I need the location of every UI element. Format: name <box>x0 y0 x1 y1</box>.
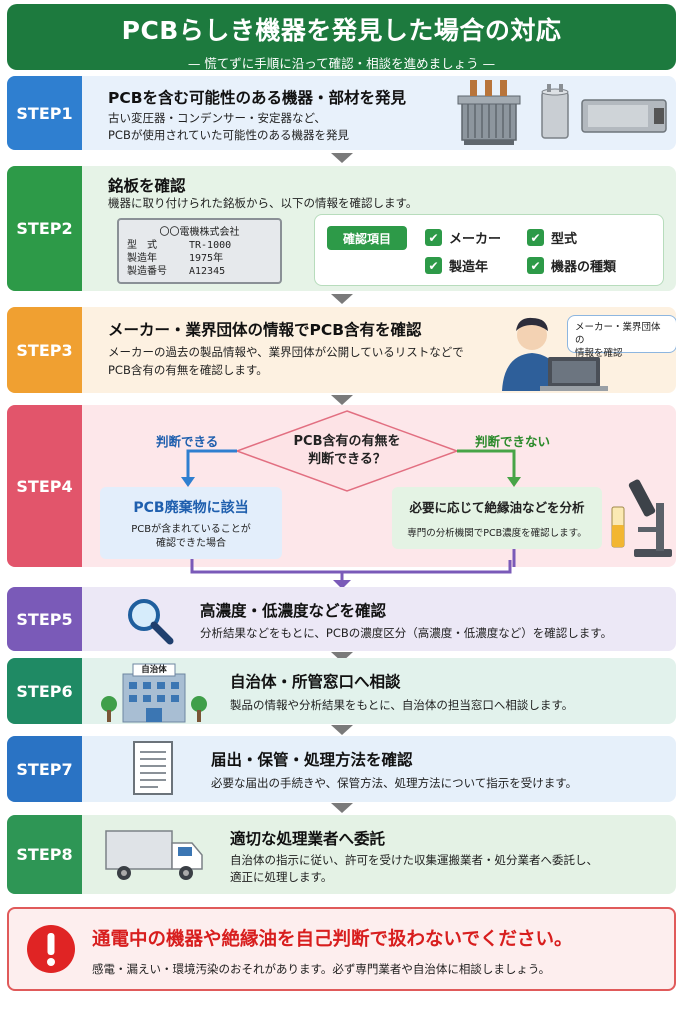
step-3: STEP3 メーカー・業界団体の情報でPCB含有を確認 メーカーの過去の製品情報… <box>7 307 676 393</box>
pcb-waste-desc-2: 確認できた場合 <box>156 538 226 549</box>
bubble-line: 情報を確認 <box>575 348 623 359</box>
step-5: STEP5 高濃度・低濃度などを確認 分析結果などをもとに、PCBの濃度区分（高… <box>7 587 676 651</box>
step-6-desc-1: 製品の情報や分析結果をもとに、自治体の担当窓口へ相談します。 <box>230 698 574 712</box>
step-2-desc-1: 機器に取り付けられた銘板から、以下の情報を確認します。 <box>108 196 418 210</box>
step-7: STEP7 届出・保管・処理方法を確認 必要な届出の手続きや、保管方法、処理方法… <box>7 736 676 802</box>
checkbox-icon: ✔ <box>425 229 442 246</box>
nameplate-value: 1975年 <box>189 253 224 264</box>
analysis-desc: 専門の分析機関でPCB濃度を確認します。 <box>407 528 587 539</box>
flow-arrow-3 <box>331 395 353 405</box>
step-6: STEP6 自治体 自治体・所管窓口へ相談 製品の情報や分析結果をもとに、自治体… <box>7 658 676 724</box>
step-8-badge: STEP8 <box>7 815 82 894</box>
capacitor-icon <box>541 84 569 139</box>
transformer-icon <box>457 80 521 145</box>
flow-arrow-7 <box>331 803 353 813</box>
step-4-badge: STEP4 <box>7 405 82 567</box>
document-icon <box>133 741 173 795</box>
check-item: ✔メーカー <box>425 228 501 247</box>
step-6-title: 自治体・所管窓口へ相談 <box>230 673 401 691</box>
step-1-desc-2: PCBが使用されていた可能性のある機器を発見 <box>108 128 350 142</box>
merge-connector <box>190 560 512 589</box>
pcb-waste-box: PCB廃棄物に該当 PCBが含まれていることが 確認できた場合 <box>100 487 282 559</box>
branch-no-label: 判断できない <box>475 434 551 449</box>
step-7-title: 届出・保管・処理方法を確認 <box>211 751 413 769</box>
branch-yes-label: 判断できる <box>156 434 219 449</box>
warning-desc: 感電・漏えい・環境汚染のおそれがあります。必ず専門業者や自治体に相談しましょう。 <box>92 962 551 976</box>
building-icon <box>101 663 207 723</box>
flow-arrow-2 <box>331 294 353 304</box>
magnifier-icon <box>128 599 174 645</box>
pcb-waste-desc-1: PCBが含まれていることが <box>131 524 251 535</box>
step-7-badge: STEP7 <box>7 736 82 802</box>
flow-arrow-1 <box>331 153 353 163</box>
nameplate-maker: 〇〇電機株式会社 <box>159 227 240 238</box>
step-8-desc-1: 自治体の指示に従い、許可を受けた収集運搬業者・処分業者へ委託し、 <box>230 853 598 867</box>
step-1-title: PCBを含む可能性のある機器・部材を発見 <box>108 89 407 107</box>
nameplate-label: 製造年 <box>127 253 157 264</box>
step-3-badge: STEP3 <box>7 307 82 393</box>
decision-question: PCB含有の有無を 判断できる？ <box>237 433 457 469</box>
decision-question-line: PCB含有の有無を <box>293 434 401 449</box>
step-6-badge: STEP6 <box>7 658 82 724</box>
nameplate-value: A12345 <box>189 266 226 277</box>
warning-title: 通電中の機器や絶縁油を自己判断で扱わないでください。 <box>92 929 573 950</box>
step-8-desc-2: 適正に処理します。 <box>230 870 333 884</box>
page-title: PCBらしき機器を発見した場合の対応 <box>121 16 562 45</box>
header-banner: PCBらしき機器を発見した場合の対応 — 慌てずに手順に沿って確認・相談を進めま… <box>7 4 676 71</box>
flow-arrow-6 <box>331 725 353 735</box>
nameplate-label: 型 式 <box>127 240 157 251</box>
step-2-title: 銘板を確認 <box>108 177 186 195</box>
step-4: STEP4 PCB含有の有無を 判断できる？ 判断できる 判断できない PCB廃… <box>7 405 676 567</box>
step-5-title: 高濃度・低濃度などを確認 <box>200 602 387 620</box>
check-items-tag: 確認項目 <box>327 226 407 250</box>
step-1-desc-1: 古い変圧器・コンデンサー・安定器など、 <box>108 111 326 125</box>
ballast-icon <box>581 99 667 133</box>
building-sign: 自治体 <box>141 665 167 675</box>
step-1-badge: STEP1 <box>7 76 82 150</box>
bubble-line: メーカー・業界団体の <box>575 322 661 346</box>
step-8-title: 適切な処理業者へ委託 <box>230 830 386 848</box>
analysis-box: 必要に応じて絶縁油などを分析 専門の分析機関でPCB濃度を確認します。 <box>392 487 602 549</box>
check-item: ✔型式 <box>527 228 577 247</box>
check-item: ✔機器の種類 <box>527 256 616 275</box>
step-3-title: メーカー・業界団体の情報でPCB含有を確認 <box>108 321 422 339</box>
step-3-desc-1: メーカーの過去の製品情報や、業界団体が公開しているリストなどで <box>108 345 464 359</box>
truck-icon <box>105 830 203 880</box>
step-2-badge: STEP2 <box>7 166 82 291</box>
checkbox-icon: ✔ <box>527 229 544 246</box>
step-8: STEP8 適切な処理業者へ委託 自治体の指示に従い、許可を受けた収集運搬業者・… <box>7 815 676 894</box>
pcb-waste-title: PCB廃棄物に該当 <box>133 500 249 516</box>
analysis-title: 必要に応じて絶縁油などを分析 <box>409 500 585 515</box>
step-5-desc-1: 分析結果などをもとに、PCBの濃度区分（高濃度・低濃度など）を確認します。 <box>200 626 613 640</box>
speech-bubble: メーカー・業界団体の 情報を確認 <box>567 315 676 359</box>
exclamation-icon <box>27 925 75 973</box>
step-7-desc-1: 必要な届出の手続きや、保管方法、処理方法について指示を受けます。 <box>211 776 578 790</box>
nameplate: 〇〇電機株式会社 型 式 TR-1000 製造年 1975年 製造番号 A12345 <box>117 218 282 284</box>
warning-box: 通電中の機器や絶縁油を自己判断で扱わないでください。 感電・漏えい・環境汚染のお… <box>7 907 676 991</box>
worker-laptop-icon <box>502 317 608 391</box>
check-items-box: 確認項目 ✔メーカー ✔型式 ✔製造年 ✔機器の種類 <box>314 214 664 286</box>
step-1: STEP1 PCBを含む可能性のある機器・部材を発見 古い変圧器・コンデンサー・… <box>7 76 676 150</box>
flow-arrow-5 <box>331 652 353 662</box>
decision-question-line: 判断できる？ <box>308 452 386 467</box>
check-item: ✔製造年 <box>425 256 488 275</box>
step-5-badge: STEP5 <box>7 587 82 651</box>
microscope-icon <box>611 479 672 557</box>
step-2: STEP2 銘板を確認 機器に取り付けられた銘板から、以下の情報を確認します。 … <box>7 166 676 291</box>
nameplate-label: 製造番号 <box>127 266 167 277</box>
step-3-desc-2: PCB含有の有無を確認します。 <box>108 363 268 377</box>
page-subtitle: — 慌てずに手順に沿って確認・相談を進めましょう — <box>187 56 496 71</box>
nameplate-value: TR-1000 <box>189 240 232 251</box>
checkbox-icon: ✔ <box>527 257 544 274</box>
checkbox-icon: ✔ <box>425 257 442 274</box>
